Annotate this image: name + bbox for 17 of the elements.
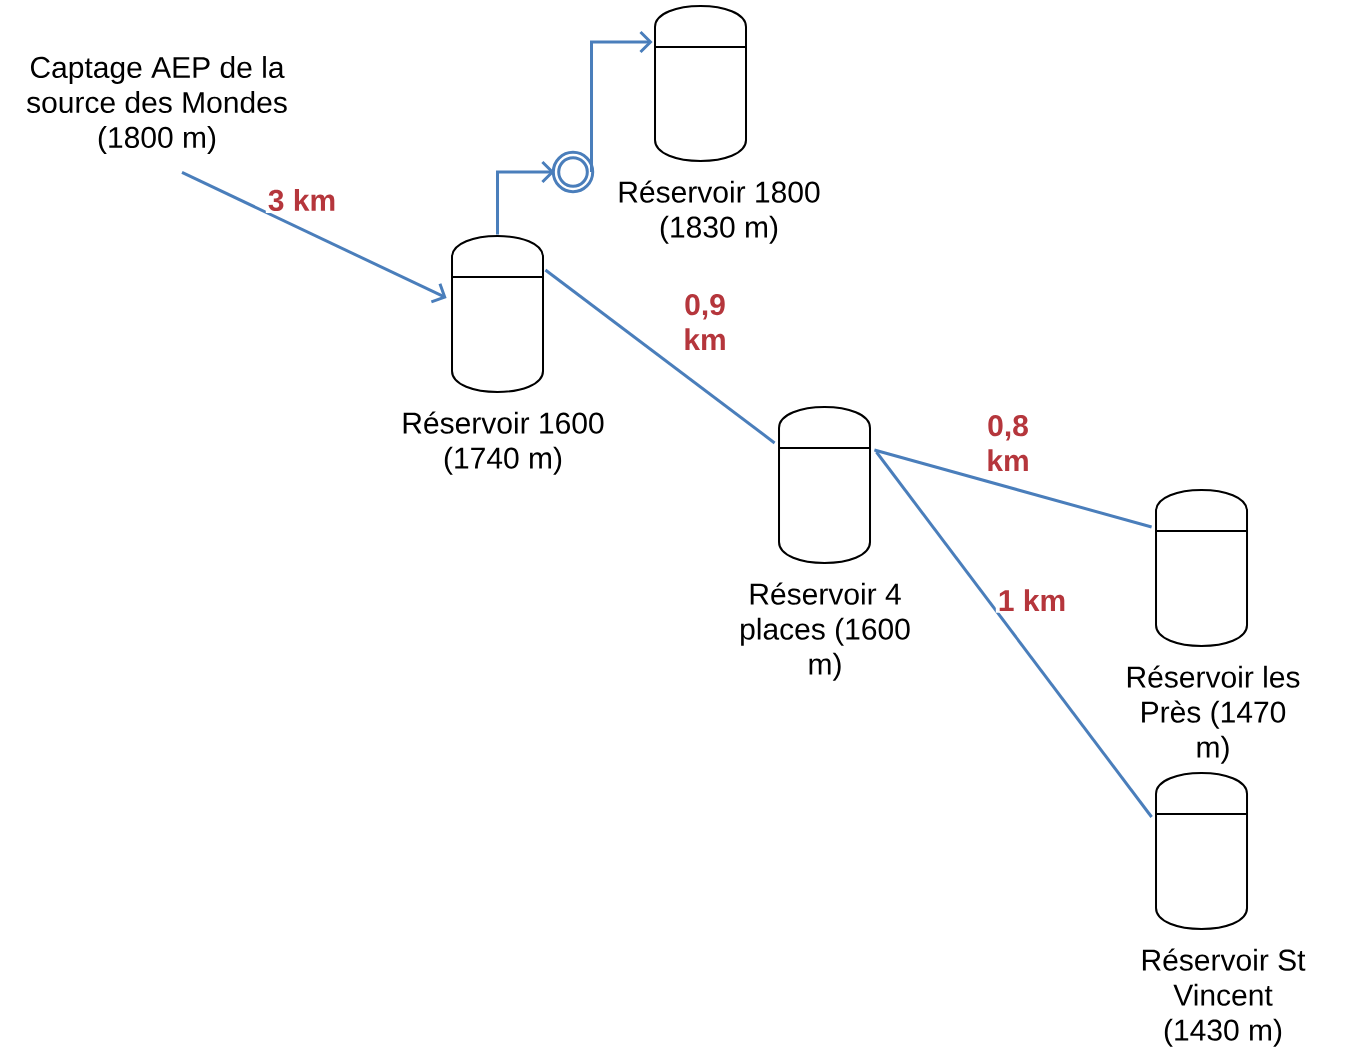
- tank-label: Réservoir 1800 (1830 m): [619, 180, 820, 244]
- tank-label: Réservoir 4 places (1600 m): [741, 582, 910, 681]
- pipe-line: [544, 268, 776, 445]
- tank-label: Réservoir 1600 (1740 m): [403, 411, 604, 475]
- tank-label: Réservoir les Près (1470 m): [1127, 665, 1300, 764]
- pipe-line: [874, 448, 1153, 529]
- source-label: Captage AEP de la source des Mondes (1800 m): [26, 56, 287, 154]
- pipe-arrow: [181, 171, 447, 304]
- tank-label: Réservoir St Vincent (1430 m): [1142, 948, 1306, 1047]
- edge-label: 1 km: [995, 587, 1069, 613]
- pump-symbol: [551, 150, 595, 194]
- edge-label: 0,8 km: [975, 413, 1041, 473]
- pipe-arrow: [590, 30, 653, 172]
- edge-label: 3 km: [265, 186, 339, 214]
- pipe-arrow: [496, 160, 555, 235]
- pipe-line: [875, 451, 1153, 818]
- edge-label: 0,9 km: [672, 292, 738, 352]
